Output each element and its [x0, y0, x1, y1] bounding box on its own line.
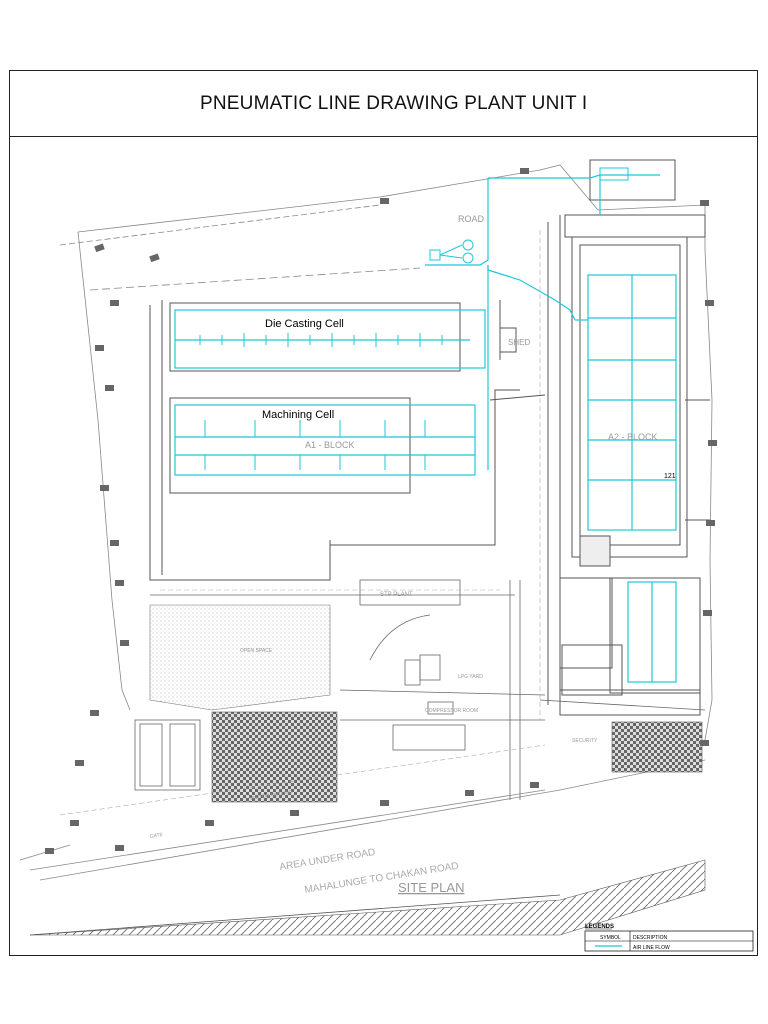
legend-airline-description: AIR LINE FLOW [633, 945, 670, 951]
legend: LEGENDS SYMBOL DESCRIPTION AIR LINE FLOW [584, 924, 754, 952]
machining-cell-label: Machining Cell [262, 409, 334, 421]
boundary-trees [45, 168, 717, 854]
legend-symbol-header: SYMBOL [600, 935, 621, 941]
die-casting-cell-label: Die Casting Cell [265, 318, 344, 330]
road-dashes [59, 230, 546, 816]
gate-label: GATE [149, 832, 164, 840]
a1-block-label: A1 - BLOCK [305, 440, 355, 450]
area-under-road-label: AREA UNDER ROAD [279, 847, 376, 873]
compressor-receivers [429, 167, 629, 264]
stp-plant-label: STP PLANT [380, 592, 413, 598]
title-block: PNEUMATIC LINE DRAWING PLANT UNIT I [10, 71, 757, 137]
die-casting-drops [199, 333, 443, 347]
legend-description-header: DESCRIPTION [633, 935, 668, 941]
site-plan-label: SITE PLAN [398, 880, 464, 895]
number-121-label: 121 [664, 473, 676, 480]
open-space-label: OPEN SPACE [240, 648, 273, 654]
lpg-yard-label: LPG YARD [458, 674, 483, 680]
road-hatch [29, 859, 706, 936]
drawing-title: PNEUMATIC LINE DRAWING PLANT UNIT I [200, 93, 588, 114]
open-space-dotted [149, 604, 331, 711]
site-boundary [19, 164, 713, 881]
a2-block-outline [547, 159, 710, 716]
shed-label: SHED [508, 338, 530, 347]
a2-block-label: A2 - BLOCK [608, 432, 658, 442]
drawing-sheet: PNEUMATIC LINE DRAWING PLANT UNIT I [9, 70, 758, 956]
compressor-room-label: COMPRESSOR ROOM [425, 708, 478, 714]
checkered-area-east [611, 721, 703, 773]
road-label: ROAD [458, 214, 485, 224]
a1-block-outline [149, 300, 546, 581]
checkered-area [211, 711, 338, 803]
legend-heading: LEGENDS [585, 924, 614, 930]
security-label: SECURITY [572, 738, 598, 744]
machining-drops [204, 420, 426, 470]
lower-structures [134, 579, 706, 800]
